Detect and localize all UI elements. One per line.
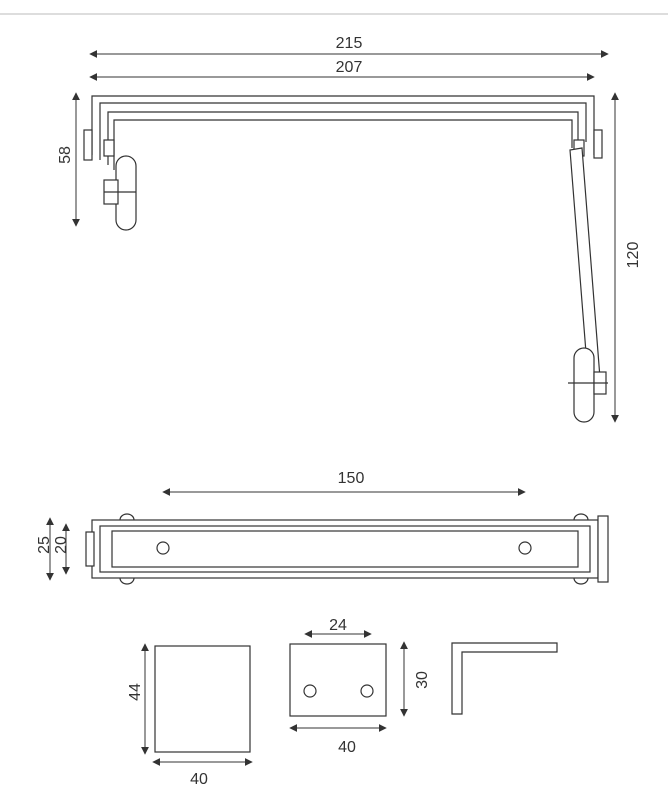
bracket-right-hole: [360, 684, 374, 698]
dim-plate-width: 40: [190, 771, 208, 788]
dim-bracket-width: 40: [338, 739, 356, 756]
dim-bar-inner: 20: [53, 536, 70, 554]
bar-right-top-roller: [573, 513, 589, 521]
left-end-cap: [83, 129, 93, 161]
bar-right-bottom-roller: [573, 577, 589, 585]
bracket-front: [289, 643, 387, 717]
dim-right-height: 120: [625, 242, 642, 269]
rail-inner: [107, 111, 579, 165]
angle-profile-shape: [451, 642, 558, 715]
front-view-dimensions: [72, 50, 619, 423]
bracket-body: [289, 643, 387, 717]
bar-inner: [99, 525, 591, 573]
bracket-dimensions: [289, 630, 408, 732]
right-roller: [573, 347, 595, 423]
right-hanger-arm: [569, 147, 601, 379]
mounting-plate-dimensions: [141, 643, 253, 766]
rail-middle: [99, 102, 587, 160]
plate-body: [154, 645, 251, 753]
angle-profile: [451, 642, 558, 715]
dim-left-height: 58: [57, 146, 74, 164]
bar-right-cap: [597, 515, 609, 583]
bar-right-hole: [518, 541, 532, 555]
dim-plate-height: 44: [127, 683, 144, 701]
top-view-dimensions: [46, 488, 526, 581]
left-clamp: [103, 139, 115, 157]
dim-inner-length: 207: [336, 59, 363, 76]
dim-overall-length: 215: [336, 35, 363, 52]
dim-bracket-hole-spacing: 24: [329, 617, 347, 634]
left-roller: [115, 155, 137, 231]
dim-hole-spacing: 150: [338, 470, 365, 487]
rail-inner-2: [113, 119, 573, 170]
dim-bar-outer: 25: [36, 536, 53, 554]
bar-core: [111, 530, 579, 568]
bar-left-cap: [85, 531, 95, 567]
bracket-left-hole: [303, 684, 317, 698]
top-view: [85, 513, 609, 585]
right-end-cap: [593, 129, 603, 159]
rail-outer: [91, 95, 595, 155]
dim-bracket-height: 30: [414, 671, 431, 689]
front-view: [83, 95, 608, 423]
bar-left-hole: [156, 541, 170, 555]
mounting-plate: [154, 645, 251, 753]
bar-outer: [91, 519, 599, 579]
bar-left-bottom-roller: [119, 577, 135, 585]
bar-left-top-roller: [119, 513, 135, 521]
